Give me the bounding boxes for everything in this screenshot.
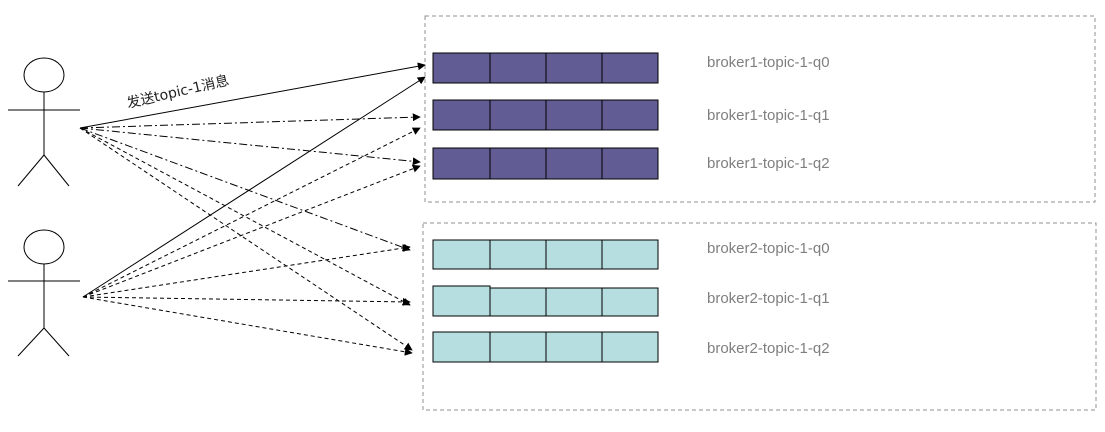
queue-label: broker1-topic-1-q0 — [707, 54, 830, 71]
queue-cell — [489, 147, 547, 180]
producer-2-actor-icon — [8, 229, 80, 357]
queue-cell — [545, 52, 603, 84]
queue-cell — [489, 239, 547, 270]
queue-cell — [545, 287, 603, 317]
arrow-p2-broker1-q2 — [82, 164, 421, 298]
queue-cell — [432, 147, 491, 180]
queue-cell — [601, 287, 659, 317]
queue-cell — [545, 99, 603, 131]
producer-2-arrows — [82, 76, 426, 356]
queue-cell — [601, 239, 659, 270]
queue-cell — [432, 285, 491, 317]
arrow-p1-broker1-q0 — [79, 62, 426, 129]
arrow-p2-broker2-q2 — [82, 296, 413, 356]
broker2-queue-2: broker2-topic-1-q2 — [432, 331, 830, 363]
queue-cell — [489, 287, 547, 317]
queue-label: broker2-topic-1-q1 — [707, 290, 830, 307]
arrow-p1-broker1-q2 — [79, 127, 421, 166]
queue-cell — [432, 52, 491, 84]
producer-1-actor-icon — [8, 57, 80, 187]
queue-cell — [601, 331, 659, 363]
broker1-queue-0: broker1-topic-1-q0 — [432, 52, 830, 84]
arrow-p2-broker2-q0 — [82, 244, 411, 298]
broker2-queue-0: broker2-topic-1-q0 — [432, 239, 830, 270]
queue-cell — [545, 147, 603, 180]
broker1-queue-1: broker1-topic-1-q1 — [432, 99, 830, 131]
broker2-group-frame — [422, 222, 1097, 411]
arrow-p1-broker2-q2 — [79, 127, 413, 351]
queue-cell — [432, 239, 491, 270]
queue-cell — [545, 331, 603, 363]
broker1-group-frame — [424, 15, 1096, 203]
queue-cell — [489, 52, 547, 84]
queue-cell — [601, 52, 659, 84]
arrow-p1-broker2-q0 — [79, 127, 411, 252]
broker1-queue-2: broker1-topic-1-q2 — [432, 147, 830, 180]
queue-cell — [432, 331, 491, 363]
arrow-p1-broker1-q1 — [79, 113, 421, 129]
queue-cell — [601, 147, 659, 180]
queue-label: broker1-topic-1-q1 — [707, 107, 830, 124]
queue-cell — [489, 331, 547, 363]
queue-label: broker2-topic-1-q2 — [707, 340, 830, 357]
queue-label: broker2-topic-1-q0 — [707, 240, 830, 257]
send-topic-message-label: 发送topic-1消息 — [125, 72, 231, 112]
queue-cell — [601, 99, 659, 131]
producer-1-arrows — [79, 62, 426, 351]
queue-label: broker1-topic-1-q2 — [707, 155, 830, 172]
queue-cell — [432, 99, 491, 131]
queue-cell — [545, 239, 603, 270]
arrow-p2-broker1-q0 — [82, 76, 426, 298]
broker2-queue-1: broker2-topic-1-q1 — [432, 285, 830, 317]
arrow-p2-broker2-q1 — [82, 296, 411, 306]
queue-cell — [489, 99, 547, 131]
